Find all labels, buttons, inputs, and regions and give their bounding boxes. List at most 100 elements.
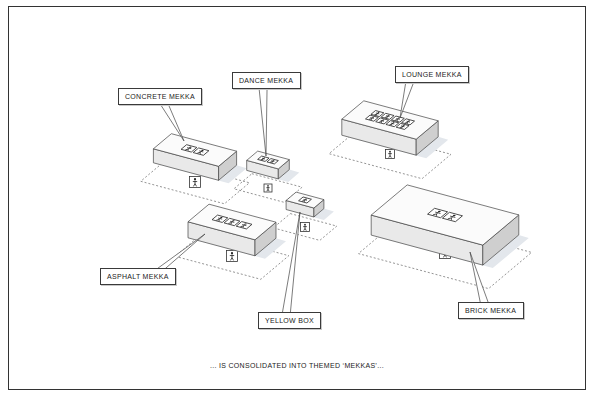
- figure-head: [304, 224, 306, 226]
- callout-leader: [259, 88, 267, 156]
- top-icon: [236, 222, 252, 229]
- callout-leader: [157, 234, 205, 269]
- figure-icon: [193, 180, 197, 186]
- figure-icon: [384, 115, 390, 118]
- mekka-block: [153, 134, 246, 184]
- callout-box: ASPHALT MEKKA: [100, 268, 176, 285]
- callout-label: CONCRETE MEKKA: [125, 92, 195, 101]
- figure-icon: [379, 120, 385, 123]
- top-icon: [193, 148, 209, 155]
- mekka-block: [342, 101, 448, 158]
- figure-head: [437, 211, 441, 213]
- figure-icon: [216, 218, 223, 222]
- top-icon: [212, 215, 228, 222]
- top-icon: [442, 212, 462, 221]
- top-icon: [396, 123, 409, 129]
- footprint-icon: [264, 184, 272, 192]
- top-icons: [258, 156, 279, 164]
- top-icons: [299, 197, 312, 203]
- footprint-icon: [190, 177, 201, 188]
- figure-icon: [399, 125, 405, 128]
- callout-leader: [470, 252, 488, 303]
- figure-head: [389, 151, 391, 153]
- figure-head: [189, 146, 192, 147]
- figure-head: [194, 178, 196, 180]
- callout-label: DANCE MEKKA: [239, 76, 293, 85]
- caption: ... IS CONSOLIDATED INTO THEMED ‘MEKKAS’…: [0, 362, 594, 369]
- figure-icon: [302, 199, 308, 202]
- figure-head: [231, 252, 233, 254]
- figure-head: [244, 223, 247, 224]
- block-top: [247, 151, 290, 169]
- block-top: [342, 101, 438, 139]
- footprint-icon: [227, 251, 238, 262]
- figure-icon: [197, 150, 204, 154]
- mekka-block: [188, 204, 286, 259]
- mekka-block: [286, 192, 334, 220]
- callout-label: BRICK MEKKA: [465, 306, 516, 315]
- figure-head: [372, 117, 375, 118]
- figure-icon: [270, 160, 275, 163]
- leaders: [157, 82, 489, 313]
- footprint-icon: [386, 150, 395, 159]
- figure-head: [273, 160, 275, 161]
- figure-icon: [266, 187, 269, 191]
- callout-box: CONCRETE MEKKA: [118, 88, 202, 105]
- block-top: [188, 204, 276, 240]
- callout-box: DANCE MEKKA: [232, 72, 301, 89]
- figure-icon: [230, 254, 234, 260]
- figure-icon: [303, 226, 307, 231]
- callout-box: BRICK MEKKA: [458, 302, 524, 319]
- figure-head: [220, 217, 223, 218]
- figure-icon: [368, 117, 374, 120]
- figure-icon: [374, 113, 380, 116]
- top-icon: [299, 197, 312, 203]
- blocks: [153, 101, 528, 268]
- callout-leader: [400, 82, 414, 118]
- figure-head: [232, 220, 235, 221]
- callout-box: YELLOW BOX: [258, 312, 321, 329]
- figure-head: [388, 115, 391, 116]
- callout-box: LOUNGE MEKKA: [395, 66, 469, 83]
- figure-head: [305, 198, 308, 199]
- top-icons: [181, 145, 209, 156]
- figure-head: [392, 122, 395, 123]
- footprint: [273, 214, 337, 241]
- top-icon: [258, 156, 269, 161]
- mekka-block: [247, 151, 300, 182]
- figure-icon: [405, 121, 411, 124]
- figure-head: [382, 119, 385, 120]
- mekka-block: [371, 185, 529, 268]
- callout-leader: [160, 104, 184, 141]
- top-icon: [267, 159, 278, 164]
- figure-icon: [228, 221, 235, 225]
- figure-head: [402, 125, 405, 126]
- top-icon: [386, 121, 399, 127]
- top-icon: [376, 118, 389, 124]
- figure-head: [452, 215, 456, 217]
- top-icons: [365, 111, 414, 130]
- figure-head: [201, 150, 204, 151]
- figure-icon: [447, 215, 456, 220]
- block-top: [371, 185, 519, 245]
- figure-icon: [388, 153, 392, 158]
- footprint-icon: [301, 223, 310, 232]
- figure-icon: [432, 211, 441, 216]
- top-icon: [365, 115, 378, 121]
- footprint-outline: [273, 214, 337, 241]
- figure-head: [267, 185, 269, 187]
- block-top: [286, 192, 324, 208]
- figure-head: [408, 120, 411, 121]
- block-top: [153, 134, 236, 167]
- figure-icon: [389, 123, 395, 126]
- callout-label: ASPHALT MEKKA: [107, 272, 169, 281]
- top-icons: [212, 215, 252, 229]
- figure-head: [377, 112, 380, 113]
- figure-icon: [185, 147, 192, 151]
- top-icon: [181, 145, 197, 152]
- figure-icon: [240, 224, 247, 228]
- callout-label: YELLOW BOX: [265, 316, 314, 325]
- callout-leader: [282, 212, 300, 313]
- figure-icon: [394, 118, 400, 121]
